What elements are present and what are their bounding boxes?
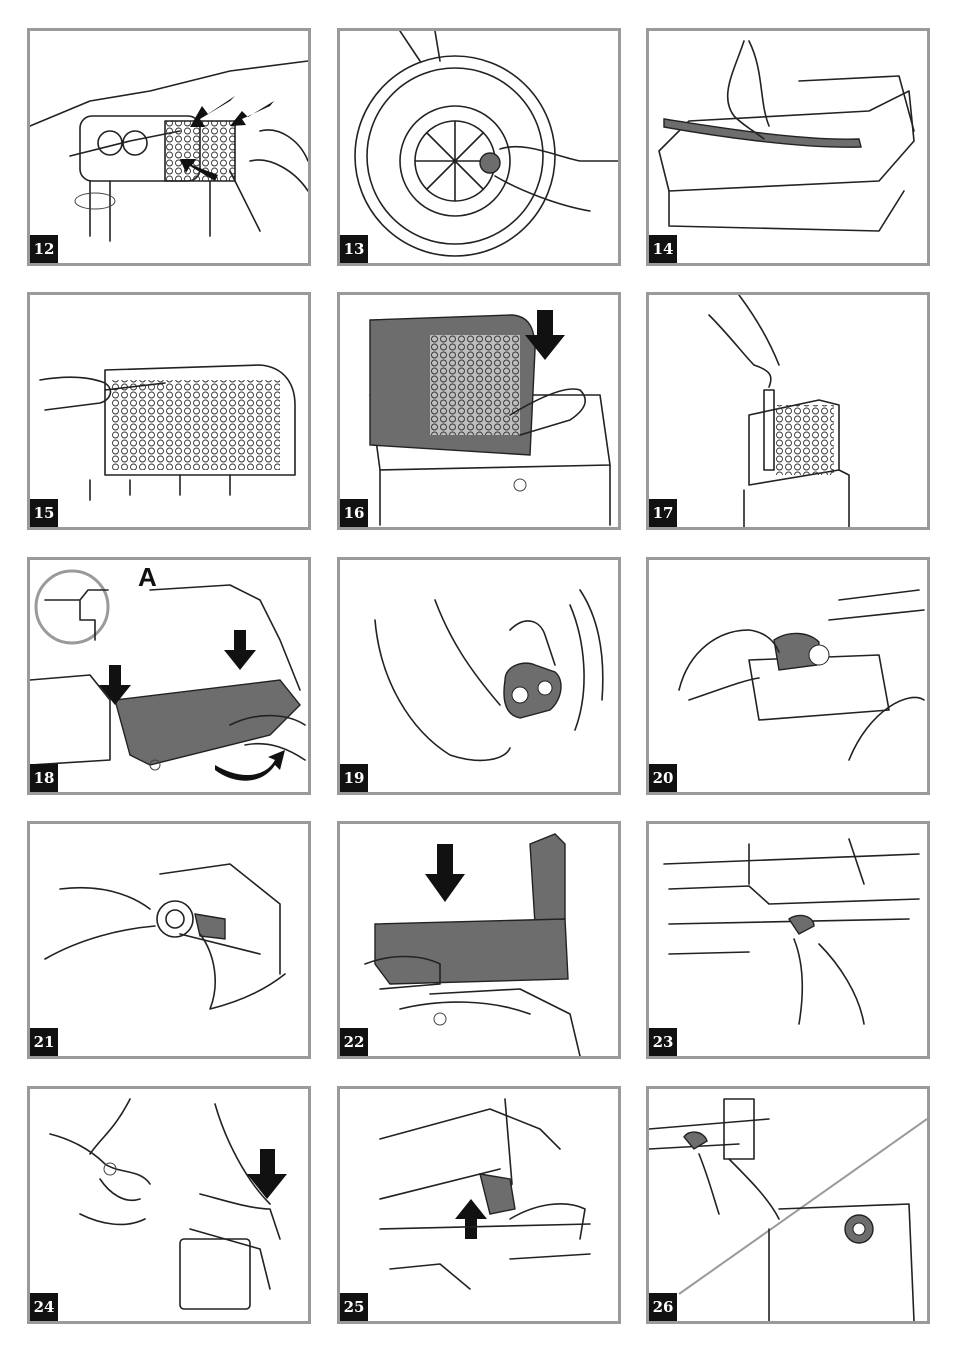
step-number: 12	[30, 235, 58, 263]
illustration-seat-rail	[649, 31, 927, 263]
step-panel-19: 19	[337, 557, 621, 795]
step-number: 19	[340, 764, 368, 792]
step-number: 25	[340, 1293, 368, 1321]
callout-label-a: A	[138, 562, 157, 593]
step-number: 17	[649, 499, 677, 527]
step-panel-17: 17	[646, 292, 930, 530]
illustration-tray-install	[30, 560, 308, 792]
step-panel-20: 20	[646, 557, 930, 795]
step-number: 23	[649, 1028, 677, 1056]
step-panel-14: 14	[646, 28, 930, 266]
illustration-axle-bracket	[30, 824, 308, 1056]
step-panel-26: 26	[646, 1086, 930, 1324]
illustration-underside-bracket	[649, 824, 927, 1056]
step-number: 13	[340, 235, 368, 263]
step-panel-24: 24	[27, 1086, 311, 1324]
step-panel-18: A 18	[27, 557, 311, 795]
illustration-grille-screwdriver	[30, 295, 308, 527]
illustration-bracket-hands	[340, 560, 618, 792]
illustration-seat-lower	[340, 824, 618, 1056]
step-number: 21	[30, 1028, 58, 1056]
step-panel-23: 23	[646, 821, 930, 1059]
illustration-steering-install	[340, 1089, 618, 1321]
step-number: 26	[649, 1293, 677, 1321]
step-number: 16	[340, 499, 368, 527]
step-panel-16: 16	[337, 292, 621, 530]
step-panel-13: 13	[337, 28, 621, 266]
illustration-panel-insert	[340, 295, 618, 527]
illustration-bracket-mount	[649, 560, 927, 792]
illustration-front-grille-arrows	[30, 31, 308, 263]
illustration-steering-rod	[30, 1089, 308, 1321]
illustration-hubcap-detail	[649, 1089, 927, 1321]
step-panel-12: 12	[27, 28, 311, 266]
step-number: 14	[649, 235, 677, 263]
step-number: 22	[340, 1028, 368, 1056]
illustration-screwdriver-panel	[649, 295, 927, 527]
step-panel-22: 22	[337, 821, 621, 1059]
step-number: 24	[30, 1293, 58, 1321]
step-panel-15: 15	[27, 292, 311, 530]
step-panel-21: 21	[27, 821, 311, 1059]
step-panel-25: 25	[337, 1086, 621, 1324]
step-number: 18	[30, 764, 58, 792]
step-number: 20	[649, 764, 677, 792]
illustration-wheel-cap	[340, 31, 618, 263]
step-number: 15	[30, 499, 58, 527]
